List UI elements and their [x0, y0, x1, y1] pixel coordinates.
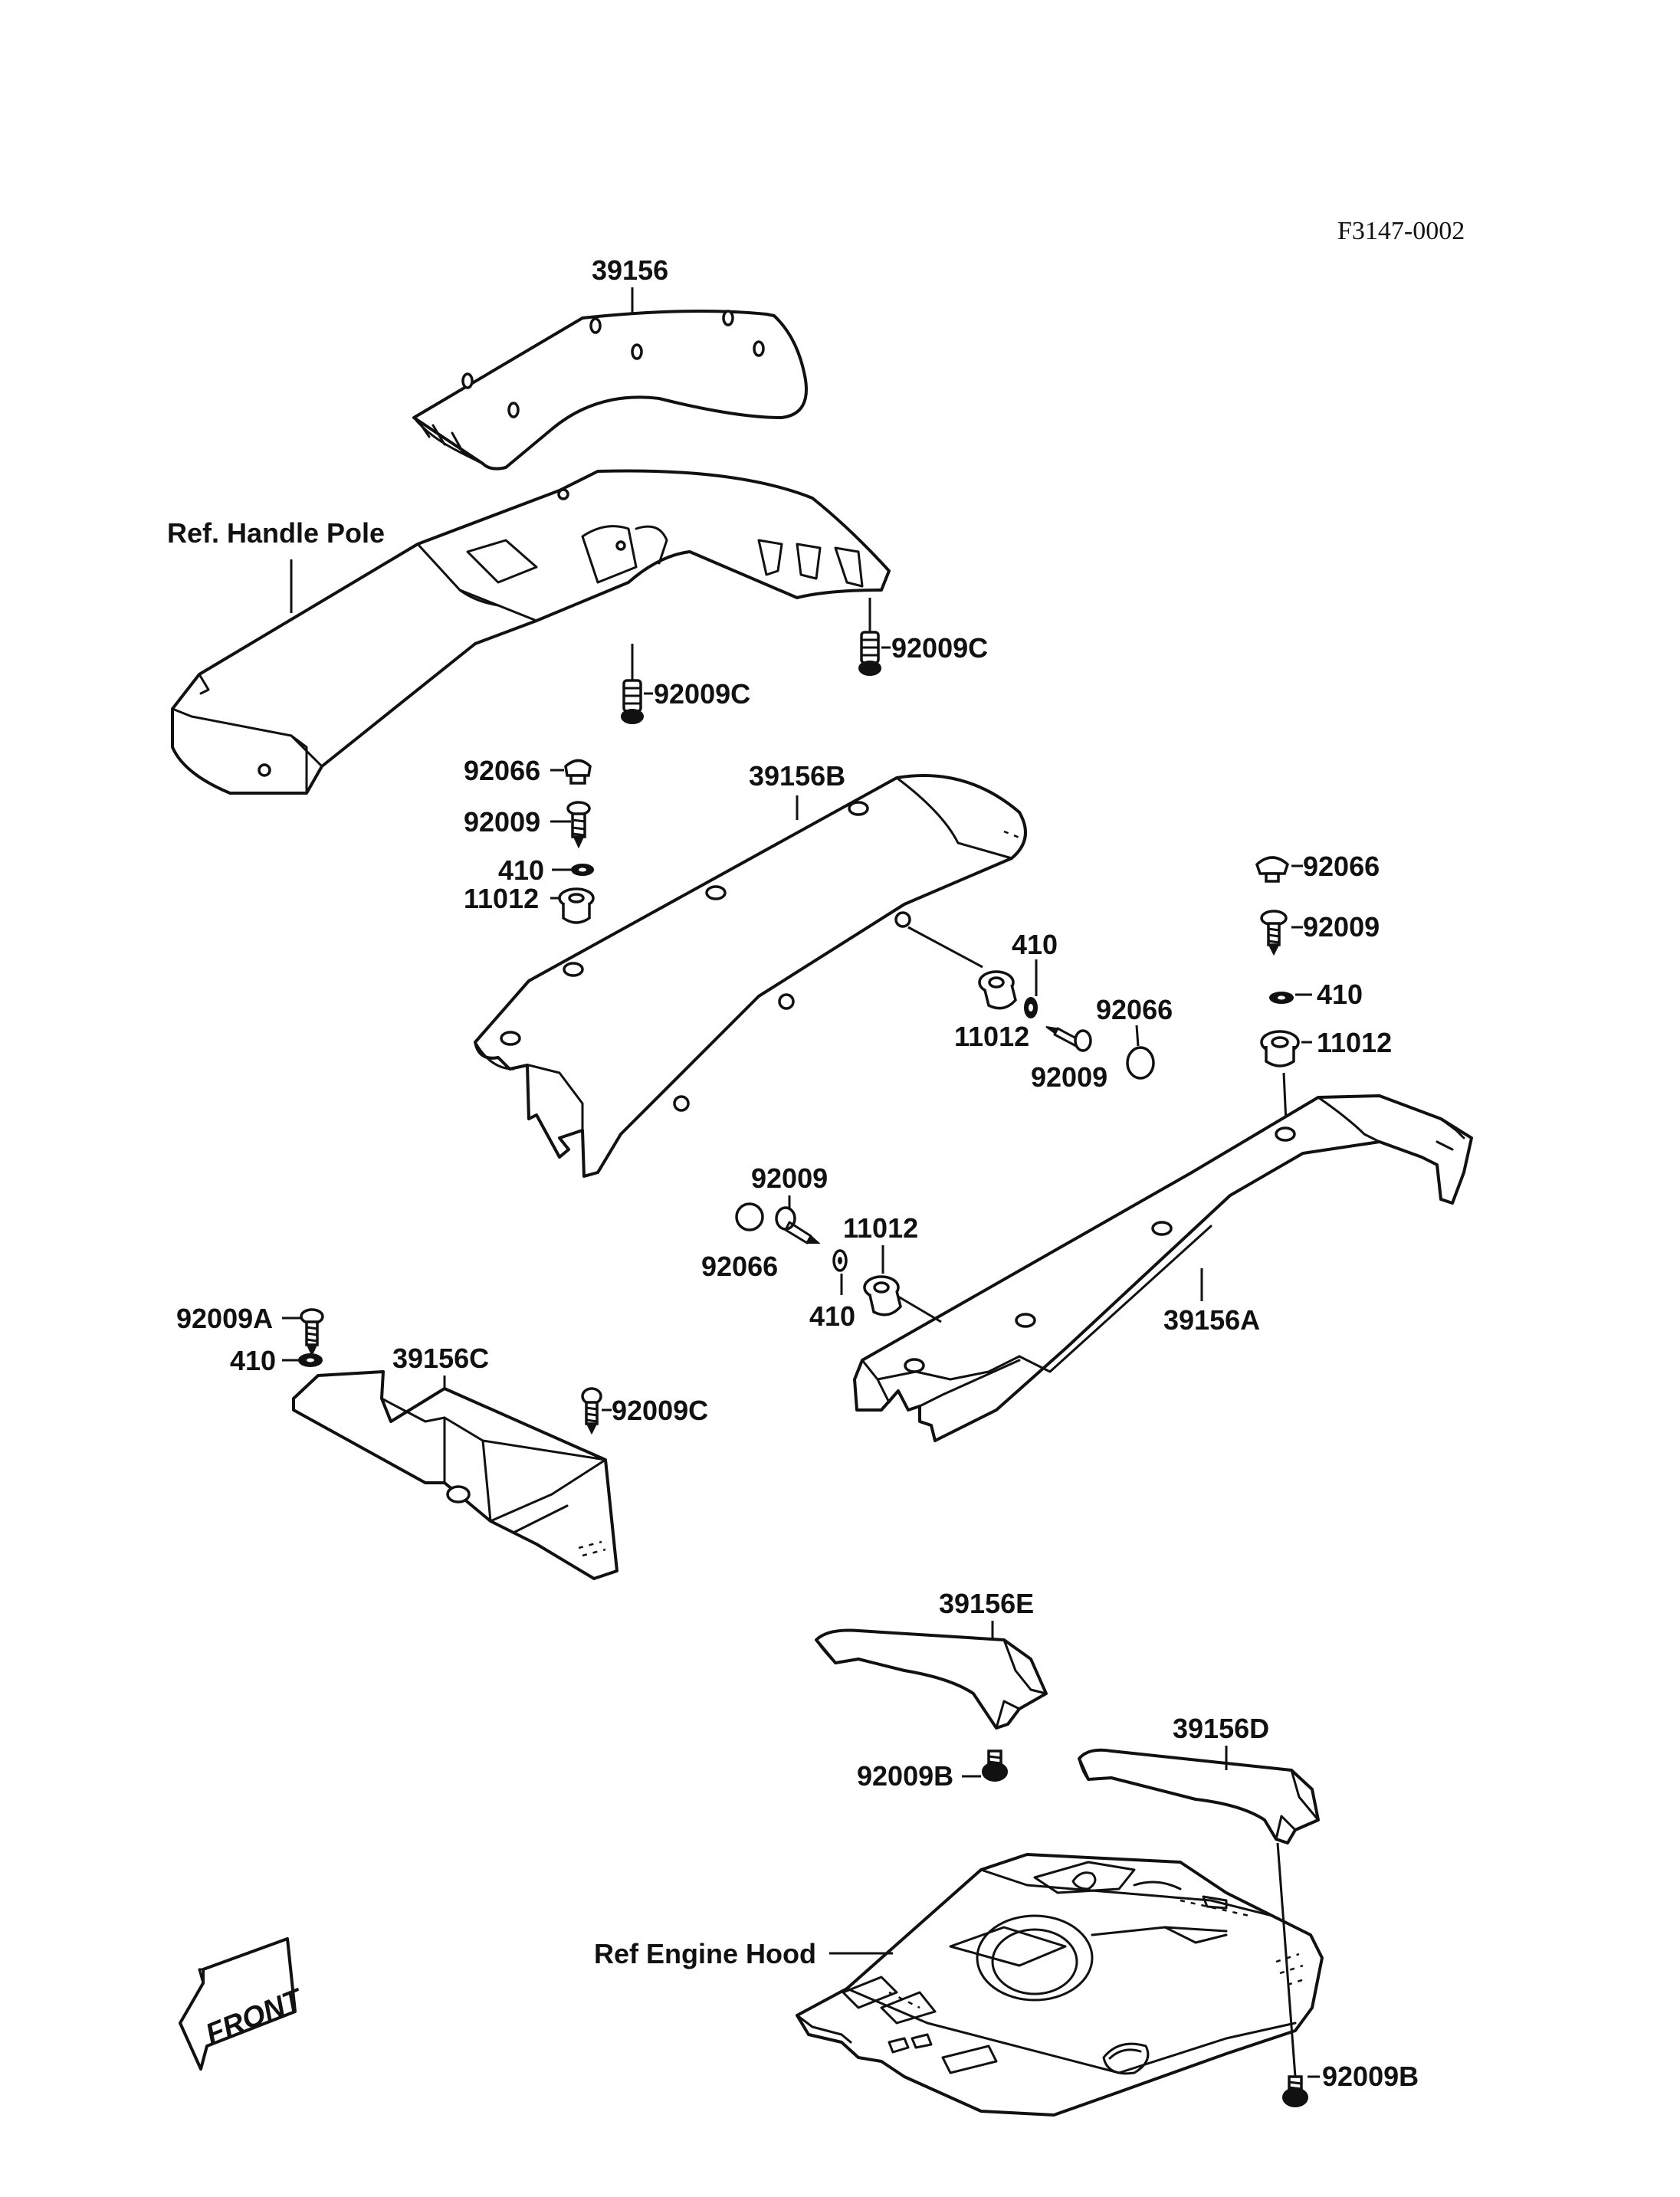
grommet-11012-lower — [863, 1245, 942, 1323]
ref-handle-pole — [171, 469, 891, 795]
label-92009-right: 92009 — [1303, 911, 1380, 943]
label-410-right: 410 — [1317, 979, 1363, 1010]
label-92009b-lower: 92009B — [1322, 2061, 1419, 2092]
washer-410-bracket — [282, 1353, 323, 1367]
screw-92009c-bracket — [581, 1387, 612, 1435]
label-39156d: 39156D — [1173, 1713, 1269, 1744]
cap-92066-lower — [735, 1202, 764, 1231]
label-92066-middle: 92066 — [1096, 994, 1173, 1025]
label-92009-lower: 92009 — [751, 1162, 828, 1194]
front-arrow: FRONT — [179, 1937, 308, 2071]
label-92009c-bracket: 92009C — [612, 1395, 708, 1426]
screw-92009-lower — [775, 1195, 821, 1244]
part-39156-top-cover — [412, 310, 808, 471]
screw-92009b-lower — [1282, 2075, 1320, 2107]
label-11012-middle: 11012 — [954, 1021, 1029, 1052]
part-39156a-long-cover — [853, 1094, 1473, 1442]
cap-92066-middle — [1126, 1025, 1155, 1080]
part-39156c-bracket — [292, 1370, 619, 1580]
label-11012-upper-left: 11012 — [464, 883, 539, 914]
label-39156a: 39156A — [1163, 1304, 1260, 1336]
label-410-lower: 410 — [809, 1300, 855, 1332]
label-92066-upper-left: 92066 — [464, 755, 540, 786]
label-39156: 39156 — [592, 254, 668, 286]
screw-92009c-right — [858, 598, 891, 676]
cap-92066-upper-left — [550, 759, 592, 785]
label-11012-right: 11012 — [1317, 1027, 1392, 1058]
label-92009a: 92009A — [176, 1303, 273, 1334]
part-39156d-small-cover — [1078, 1748, 1320, 1844]
label-ref-handle-pole: Ref. Handle Pole — [167, 517, 385, 549]
label-ref-engine-hood: Ref Engine Hood — [594, 1938, 816, 1969]
label-39156b: 39156B — [749, 760, 845, 792]
label-11012-lower: 11012 — [843, 1212, 918, 1244]
screw-92009-right — [1260, 910, 1303, 956]
label-92009c-right: 92009C — [891, 632, 988, 664]
ref-engine-hood — [796, 1853, 1324, 2117]
washer-410-right — [1269, 992, 1312, 1004]
screw-92009-middle — [1045, 1026, 1092, 1052]
cap-92066-right — [1255, 856, 1303, 883]
washer-410-upper-left — [552, 864, 594, 876]
part-39156e-small-cover — [815, 1628, 1048, 1730]
screw-92009a — [282, 1308, 324, 1357]
label-92009b-upper: 92009B — [857, 1760, 953, 1792]
diagram-code: F3147-0002 — [1337, 217, 1465, 245]
screw-92009-upper-left — [550, 801, 591, 849]
washer-410-middle — [1024, 959, 1038, 1018]
grommet-11012-upper-left — [550, 887, 595, 924]
label-39156e: 39156E — [939, 1588, 1034, 1619]
grommet-11012-right — [1260, 1030, 1312, 1123]
screw-92009b-upper — [962, 1749, 1008, 1782]
label-410-upper-left: 410 — [498, 854, 544, 886]
label-92009-middle: 92009 — [1031, 1061, 1107, 1093]
screw-92009c-left — [621, 644, 653, 724]
label-92009-upper-left: 92009 — [464, 806, 540, 838]
label-39156c: 39156C — [392, 1343, 489, 1374]
washer-410-lower — [832, 1249, 848, 1295]
label-410-middle: 410 — [1012, 929, 1058, 960]
label-410-bracket: 410 — [230, 1345, 276, 1376]
grommet-11012-middle — [978, 970, 1017, 1010]
label-92009c-left: 92009C — [654, 678, 750, 710]
part-39156b-cover — [474, 774, 1027, 1178]
leader-92009b-lower — [1276, 1842, 1297, 2077]
label-92066-lower: 92066 — [701, 1251, 778, 1282]
label-92066-right: 92066 — [1303, 851, 1380, 882]
leader-11012-middle — [907, 926, 983, 969]
